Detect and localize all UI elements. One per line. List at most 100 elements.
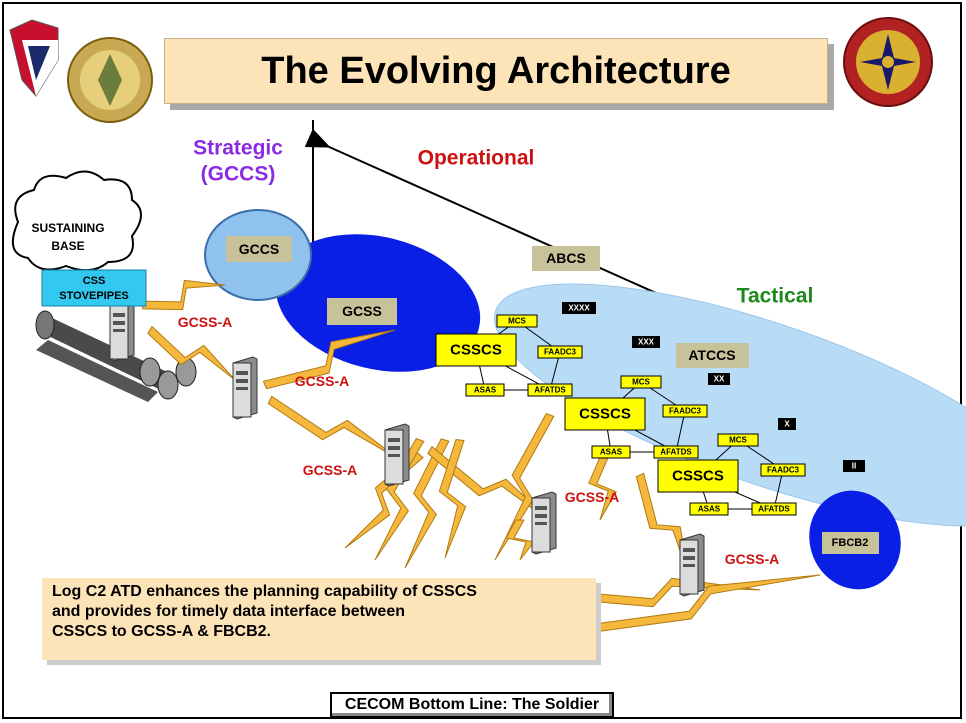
echelon-tag [562, 302, 596, 314]
strategic-label: Strategic [193, 137, 283, 160]
atccs-box [676, 343, 749, 368]
cecom-seal-logo [843, 17, 933, 107]
gcss-a-label: GCSS-A [725, 551, 779, 567]
echelon-tag-label: X [784, 420, 790, 429]
csscs-box [435, 333, 517, 367]
callout-box: Log C2 ATD enhances the planning capabil… [42, 578, 596, 660]
echelon-tag-label: XXX [638, 338, 655, 347]
stovepipes-line1: CSS [83, 275, 106, 287]
lightning-bolt [344, 451, 424, 549]
gccs-box [226, 236, 292, 262]
server-icon [679, 533, 705, 597]
lightning-bolt [267, 395, 401, 461]
asas-box [689, 502, 729, 516]
asas-box-label: ASAS [698, 505, 721, 514]
gcss-box-label: GCSS [342, 303, 382, 319]
lightning-bolt [262, 329, 396, 390]
title-banner: The Evolving Architecture [164, 38, 828, 104]
footer-banner: CECOM Bottom Line: The Soldier [330, 692, 614, 718]
callout-line2: and provides for timely data interface b… [52, 603, 405, 620]
echelon-tag [632, 336, 660, 348]
cloud-line2: BASE [51, 239, 84, 253]
afatds-box [653, 445, 699, 459]
afatds-box [751, 502, 797, 516]
mcs-box-label: MCS [508, 317, 526, 326]
callout-line1: Log C2 ATD enhances the planning capabil… [52, 583, 477, 600]
network-links [140, 279, 821, 635]
echelon-tag-label: II [852, 462, 856, 471]
server-icon [109, 298, 135, 362]
server-icon [232, 356, 258, 420]
echelon-tag-label: XXXX [568, 304, 590, 313]
abcs-box-label: ABCS [546, 250, 586, 266]
stovepipes-box [41, 269, 147, 307]
lightning-bolt [404, 438, 450, 569]
mcs-box-label: MCS [632, 378, 650, 387]
strategic-sub-label: (GCCS) [201, 163, 276, 186]
footer-text: CECOM Bottom Line: The Soldier [344, 696, 600, 713]
faadc3-box [662, 404, 708, 418]
faadc3-box [760, 463, 806, 477]
server-icon [384, 423, 410, 487]
abcs-box [532, 246, 600, 271]
afatds-box-label: AFATDS [534, 386, 566, 395]
afatds-box [527, 383, 573, 397]
mcs-box [717, 433, 759, 447]
faadc3-box-label: FAADC3 [544, 348, 577, 357]
asas-box-label: ASAS [474, 386, 497, 395]
csscs-box-label: CSSCS [579, 406, 631, 423]
army-materiel-command-logo [9, 19, 153, 123]
csscs-box [657, 459, 739, 493]
echelon-tag-label: XX [714, 375, 725, 384]
asas-box [591, 445, 631, 459]
faadc3-box-label: FAADC3 [767, 466, 800, 475]
tactical-label: Tactical [737, 285, 814, 308]
lightning-bolt [374, 437, 425, 561]
asas-box [465, 383, 505, 397]
csscs-box-label: CSSCS [672, 468, 724, 485]
operational-label: Operational [418, 147, 535, 170]
echelon-tag [708, 373, 730, 385]
page-title: The Evolving Architecture [261, 49, 731, 92]
echelon-tag [778, 418, 796, 430]
faadc3-box-label: FAADC3 [669, 407, 702, 416]
sustaining-base-cloud: SUSTAINING BASE [11, 170, 142, 272]
afatds-box-label: AFATDS [758, 505, 790, 514]
gcss-a-label: GCSS-A [565, 489, 619, 505]
lightning-bolt [140, 279, 226, 311]
server-icon [531, 491, 557, 555]
csscs-box [564, 397, 646, 431]
mcs-box [620, 375, 662, 389]
lightning-bolt [578, 574, 821, 635]
mcs-box-label: MCS [729, 436, 747, 445]
fbcb2-box-label: FBCB2 [832, 537, 869, 549]
gcss-a-label: GCSS-A [178, 314, 232, 330]
mcs-box [496, 314, 538, 328]
csscs-box-label: CSSCS [450, 342, 502, 359]
gcss-a-label: GCSS-A [295, 373, 349, 389]
lightning-bolt [438, 438, 467, 559]
fbcb2-box [822, 532, 879, 554]
atccs-box-label: ATCCS [688, 347, 735, 363]
lightning-bolt [147, 325, 236, 381]
lightning-bolt [588, 454, 617, 521]
asas-box-label: ASAS [600, 448, 623, 457]
echelon-tag [843, 460, 865, 472]
callout-line3: CSSCS to GCSS-A & FBCB2. [52, 623, 271, 640]
stovepipes-line2: STOVEPIPES [59, 290, 129, 302]
lightning-bolt [505, 519, 535, 561]
cloud-line1: SUSTAINING [31, 221, 104, 235]
gcss-a-label: GCSS-A [303, 462, 357, 478]
gcss-a-labels: GCSS-A GCSS-A GCSS-A GCSS-A GCSS-A [178, 314, 779, 567]
afatds-box-label: AFATDS [660, 448, 692, 457]
servers [109, 298, 705, 597]
faadc3-box [537, 345, 583, 359]
